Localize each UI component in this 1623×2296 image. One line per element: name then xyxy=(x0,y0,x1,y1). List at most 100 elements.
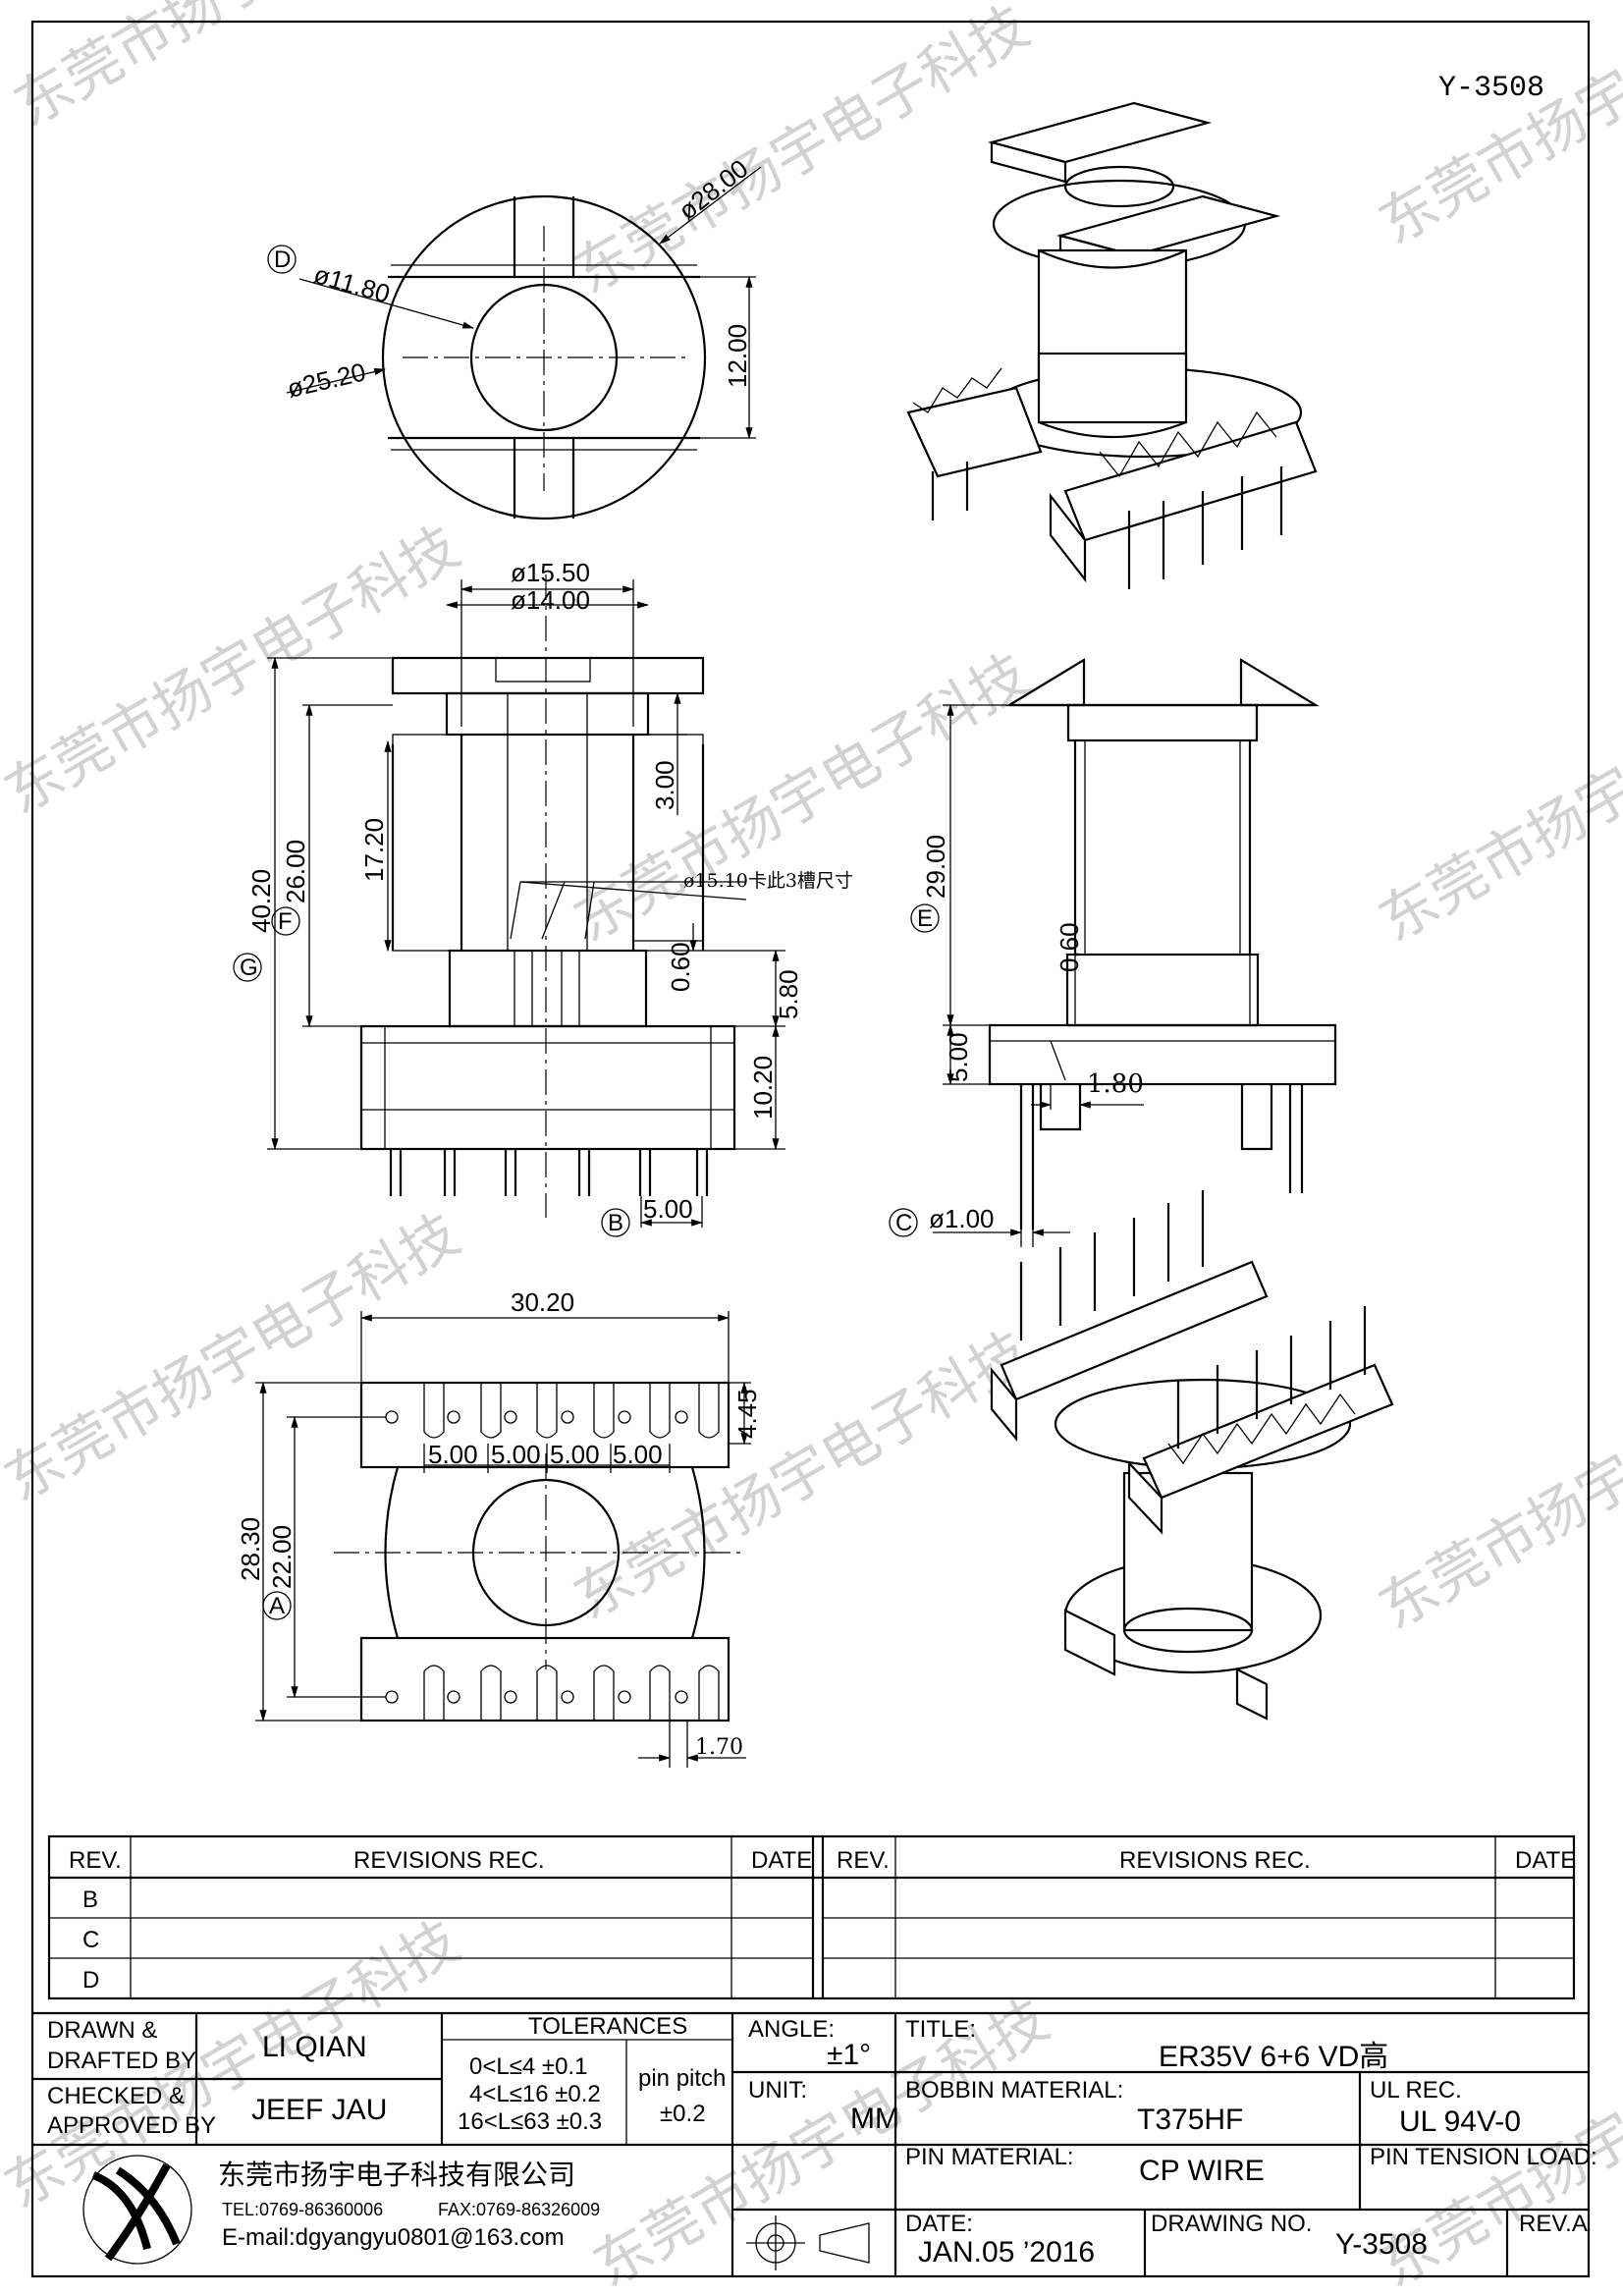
company-name: 东莞市扬宇电子科技有限公司 xyxy=(218,2159,575,2191)
dim-total-height: 40.20 xyxy=(246,869,276,933)
datum-b-label: B xyxy=(608,1210,623,1236)
dim-slot-width: 12.00 xyxy=(723,324,752,388)
revision-row-label: D xyxy=(82,1967,99,1994)
drawn-label-1: DRAWN & xyxy=(47,2017,157,2044)
side-view: 29.00 E 0.60 5.00 1.80 ø1.00 C xyxy=(889,658,1337,1247)
dim-pitch-2: 5.00 xyxy=(491,1440,541,1469)
revision-row-label: C xyxy=(82,1927,99,1953)
dim-side-500: 5.00 xyxy=(944,1032,973,1082)
top-view: ø28.00 ø11.80 ø25.20 12.00 D xyxy=(267,153,762,520)
rev-a-label: REV.A xyxy=(1519,2211,1588,2237)
unit-value: MM xyxy=(850,2103,899,2135)
revision-row-label: B xyxy=(82,1886,98,1913)
dim-flange-diameter: ø25.20 xyxy=(285,356,369,403)
pin-tension-label: PIN TENSION LOAD: xyxy=(1370,2144,1597,2170)
pin-pitch-value: ±0.2 xyxy=(660,2101,706,2127)
dim-front-pitch: 5.00 xyxy=(643,1194,693,1224)
dim-pitch-4: 5.00 xyxy=(613,1440,663,1469)
tolerance-3: 16<L≤63 ±0.3 xyxy=(458,2108,602,2135)
drawing-number-header: Y-3508 xyxy=(1438,72,1544,105)
dim-580: 5.80 xyxy=(774,969,803,1019)
date-value: JAN.05 ’2016 xyxy=(918,2236,1095,2269)
datum-e-label: E xyxy=(917,905,933,932)
dim-side-060: 0.60 xyxy=(1055,922,1084,972)
isometric-view-bottom xyxy=(990,1190,1394,1721)
pin-material-value: CP WIRE xyxy=(1139,2155,1265,2187)
isometric-view-top xyxy=(906,101,1318,589)
dim-pitch-1: 5.00 xyxy=(428,1440,478,1469)
dim-060: 0.60 xyxy=(666,942,695,992)
rev-header-left: REV. xyxy=(69,1847,122,1874)
angle-value: ±1° xyxy=(827,2039,871,2071)
dim-center-diameter: ø11.80 xyxy=(310,259,393,309)
revision-table: REV. REVISIONS REC. DATE REV. REVISIONS … xyxy=(47,1834,1576,2000)
drawing-no-label: DRAWING NO. xyxy=(1151,2211,1312,2237)
datum-a-label: A xyxy=(269,1593,285,1619)
company-fax: FAX:0769-86326009 xyxy=(438,2200,600,2219)
drawing-no-value: Y-3508 xyxy=(1335,2228,1428,2261)
ul-rec-label: UL REC. xyxy=(1370,2077,1462,2104)
checked-by: JEEF JAU xyxy=(251,2094,387,2126)
dim-170: 1.70 xyxy=(695,1735,743,1760)
angle-label: ANGLE: xyxy=(748,2016,835,2043)
dim-2830: 28.30 xyxy=(236,1517,265,1581)
watermark-text: 东莞市扬宇电子科技 xyxy=(0,513,470,827)
rev-header-right: REV. xyxy=(837,1847,890,1874)
title-value: ER35V 6+6 VD高 xyxy=(1159,2041,1388,2073)
dim-diameter-b: ø14.00 xyxy=(511,585,590,615)
watermark-text: 东莞市扬宇电子科技 xyxy=(563,1318,1040,1632)
checked-label-2: APPROVED BY xyxy=(47,2112,216,2139)
company-tel: TEL:0769-86360006 xyxy=(222,2200,383,2219)
drawn-label-2: DRAFTED BY xyxy=(47,2048,196,2074)
dim-pitch-3: 5.00 xyxy=(550,1440,600,1469)
watermark-text: 东莞市扬宇电子科技 xyxy=(563,0,1040,306)
dim-diameter-a: ø15.50 xyxy=(511,558,590,587)
date-header-right: DATE xyxy=(1515,1847,1576,1874)
bobbin-material-label: BOBBIN MATERIAL: xyxy=(905,2077,1123,2104)
drawn-by: LI QIAN xyxy=(262,2031,367,2063)
watermark-text: 东莞市扬宇电子科技 xyxy=(1368,0,1623,257)
dim-1020: 10.20 xyxy=(748,1056,778,1120)
dim-side-180: 1.80 xyxy=(1087,1069,1144,1099)
dim-inner-height: 17.20 xyxy=(359,818,389,882)
bottom-view: 30.20 4.45 5.00 5.00 5.00 5.00 28.30 22.… xyxy=(236,1287,762,1768)
unit-label: UNIT: xyxy=(748,2077,807,2104)
datum-d-label: D xyxy=(274,246,291,273)
datum-g-label: G xyxy=(240,955,258,981)
title-block: DRAWN & DRAFTED BY LI QIAN CHECKED & APP… xyxy=(32,2011,1597,2276)
outer-flange-circle xyxy=(381,194,707,520)
pin-pitch-label: pin pitch xyxy=(638,2065,726,2092)
title-label: TITLE: xyxy=(905,2016,976,2043)
drawing-border xyxy=(30,20,1591,2278)
revisions-rec-header-left: REVISIONS REC. xyxy=(353,1847,545,1874)
dim-bottom-width: 30.20 xyxy=(511,1287,574,1317)
ul-rec-value: UL 94V-0 xyxy=(1399,2105,1521,2138)
date-header-left: DATE xyxy=(751,1847,812,1874)
date-label: DATE: xyxy=(905,2211,973,2237)
watermark-text: 东莞市扬宇电子科技 xyxy=(1368,640,1623,955)
revisions-rec-header-right: REVISIONS REC. xyxy=(1119,1847,1311,1874)
tolerance-1: 0<L≤4 ±0.1 xyxy=(469,2053,587,2080)
tolerances-label: TOLERANCES xyxy=(528,2013,687,2040)
datum-d-circle xyxy=(267,245,297,274)
datum-c-label: C xyxy=(895,1210,912,1236)
pin-material-label: PIN MATERIAL: xyxy=(905,2144,1074,2170)
dim-top-height: 3.00 xyxy=(650,760,679,810)
tolerance-2: 4<L≤16 ±0.2 xyxy=(469,2081,601,2107)
bobbin-material-value: T375HF xyxy=(1137,2104,1243,2136)
projection-symbol-icon xyxy=(746,2215,870,2270)
checked-label-1: CHECKED & xyxy=(47,2083,185,2109)
dim-2200: 22.00 xyxy=(267,1525,297,1589)
dim-445: 4.45 xyxy=(732,1389,762,1439)
dim-side-height: 29.00 xyxy=(921,835,950,899)
datum-f-label: F xyxy=(278,908,293,935)
front-view: ø15.50 ø14.00 40.20 G 26.00 F 17.20 3.00… xyxy=(233,558,853,1237)
dim-pin-diameter: ø1.00 xyxy=(929,1204,995,1233)
company-logo-icon xyxy=(82,2155,192,2265)
company-email: E-mail:dgyangyu0801@163.com xyxy=(222,2224,565,2251)
dim-f-height: 26.00 xyxy=(281,840,310,903)
note-slot-dimension: ø15.10卡此3槽尺寸 xyxy=(683,870,853,892)
